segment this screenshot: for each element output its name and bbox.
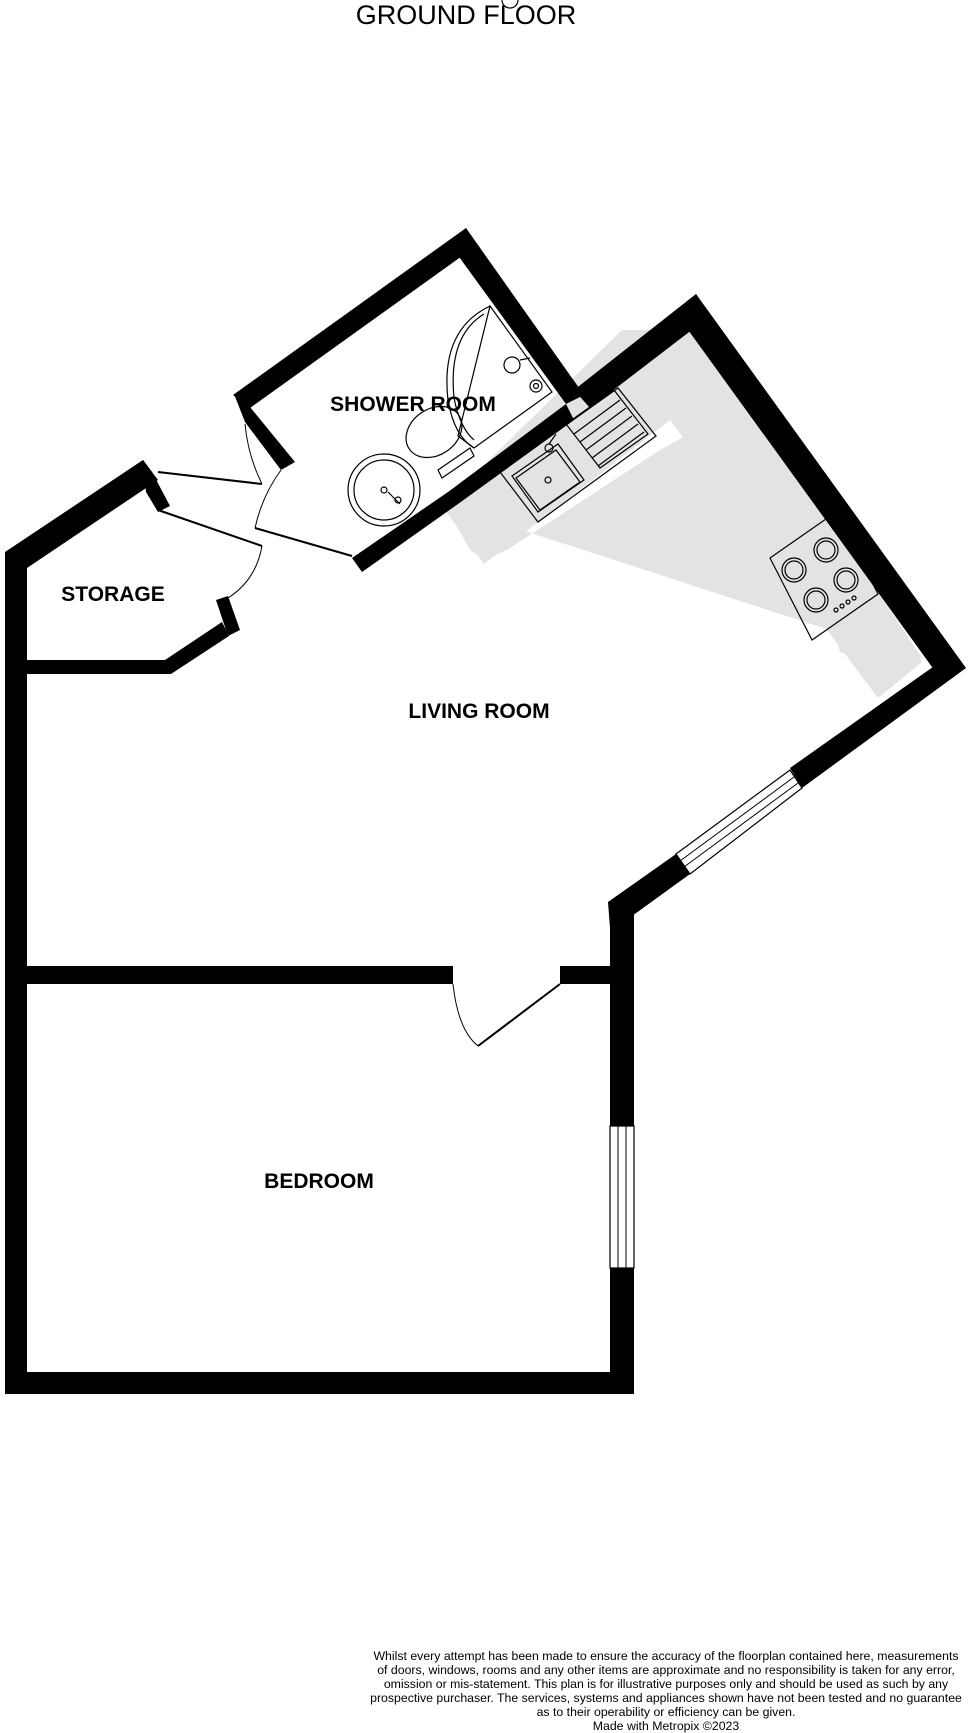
disclaimer-line: of doors, windows, rooms and any other i… [377, 1663, 955, 1677]
room-label-living-room: LIVING ROOM [408, 700, 549, 723]
wall-shower-left-stub [234, 394, 295, 470]
credit: Made with Metropix ©2023 [592, 1719, 740, 1733]
toilet [405, 405, 475, 479]
wall-kitchen-right [678, 294, 966, 678]
kitchen-sink [499, 387, 657, 523]
room-label-storage: STORAGE [61, 583, 164, 606]
door-storage [157, 509, 263, 599]
floor-title: GROUND FLOOR [356, 0, 577, 30]
wall-shower-top [233, 228, 476, 408]
wall-storage-stub [143, 460, 170, 512]
disclaimer-line: prospective purchaser. The services, sys… [370, 1691, 962, 1705]
wall-living-right-upper [790, 662, 966, 788]
disclaimer-line: as to their operability or efficiency ca… [536, 1705, 796, 1719]
hob [769, 511, 879, 641]
wall-storage-bottom [27, 660, 171, 674]
door-shower [157, 423, 353, 557]
window-living [675, 769, 803, 875]
disclaimer: Whilst every attempt has been made to en… [370, 1649, 962, 1733]
wall-bedroom-top-left [27, 966, 453, 984]
wall-storage-jamb [216, 596, 240, 636]
shower-tray [446, 0, 553, 449]
wall-bedroom-bottom [5, 1372, 634, 1394]
wall-left [5, 552, 27, 1394]
room-label-bedroom: BEDROOM [264, 1170, 374, 1193]
room-label-shower-room: SHOWER ROOM [330, 393, 496, 416]
wall-kitchen-top [574, 294, 710, 408]
wall-bedroom-top-right [560, 966, 610, 984]
wall-living-bedroom-right [610, 902, 634, 1126]
walls [5, 228, 966, 1394]
door-bedroom [452, 983, 561, 1047]
wall-shower-living [352, 404, 574, 572]
disclaimer-line: omission or mis-statement. This plan is … [383, 1677, 949, 1691]
wall-storage-diag [165, 622, 229, 674]
disclaimer-line: Whilst every attempt has been made to en… [373, 1649, 959, 1663]
wash-basin [347, 453, 421, 527]
window-bedroom [609, 1125, 635, 1269]
wall-shower-right [454, 228, 584, 404]
wall-storage-top [5, 460, 158, 575]
